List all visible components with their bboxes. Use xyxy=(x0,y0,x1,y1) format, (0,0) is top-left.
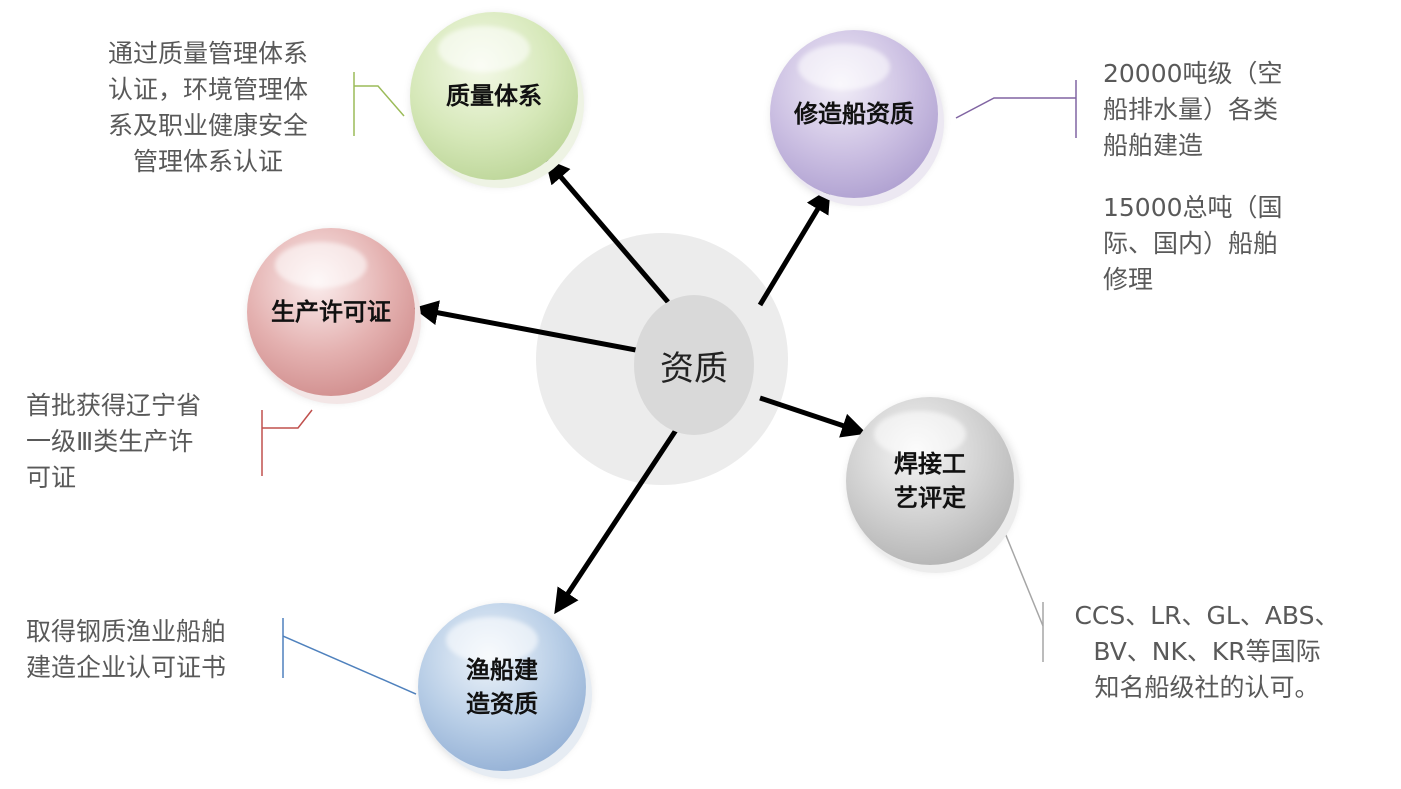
node-shipbuilding-qualification: 修造船资质 xyxy=(770,30,938,198)
node-label: 焊接工 艺评定 xyxy=(894,450,966,512)
hub-circle: 资质 xyxy=(634,295,754,435)
node-quality-system: 质量体系 xyxy=(410,12,578,180)
node-production-permit: 生产许可证 xyxy=(247,228,415,396)
callout-permit xyxy=(261,409,313,476)
permit-description: 首批获得辽宁省 一级Ⅲ类生产许 可证 xyxy=(26,391,202,492)
callout-fish xyxy=(282,618,417,695)
node-label: 质量体系 xyxy=(446,82,542,110)
node-label: 生产许可证 xyxy=(271,298,391,326)
node-fishing-vessel-qualification: 渔船建 造资质 xyxy=(418,603,586,771)
ship-build-description: 20000吨级（空 船排水量）各类 船舶建造 xyxy=(1103,59,1283,160)
welding-description: CCS、LR、GL、ABS、 BV、NK、KR等国际 知名船级社的认可。 xyxy=(1074,601,1340,702)
arrow-to-ship xyxy=(757,187,831,307)
node-label: 渔船建 造资质 xyxy=(466,656,538,718)
ship-repair-description: 15000总吨（国 际、国内）船舶 修理 xyxy=(1103,193,1283,294)
arrow-to-permit xyxy=(413,300,637,353)
arrow-to-weld xyxy=(759,395,867,438)
callout-quality xyxy=(353,72,405,136)
arrow-to-quality xyxy=(544,158,670,304)
quality-description: 通过质量管理体系 认证，环境管理体 系及职业健康安全 管理体系认证 xyxy=(107,39,308,176)
arrow-to-fish xyxy=(554,422,683,615)
hub-label: 资质 xyxy=(660,348,728,389)
callout-ship xyxy=(955,80,1077,138)
callout-weld xyxy=(1002,527,1044,662)
fishing-description: 取得钢质渔业船舶 建造企业认可证书 xyxy=(26,617,227,682)
node-label: 修造船资质 xyxy=(794,100,914,128)
node-welding-evaluation: 焊接工 艺评定 xyxy=(846,397,1014,565)
